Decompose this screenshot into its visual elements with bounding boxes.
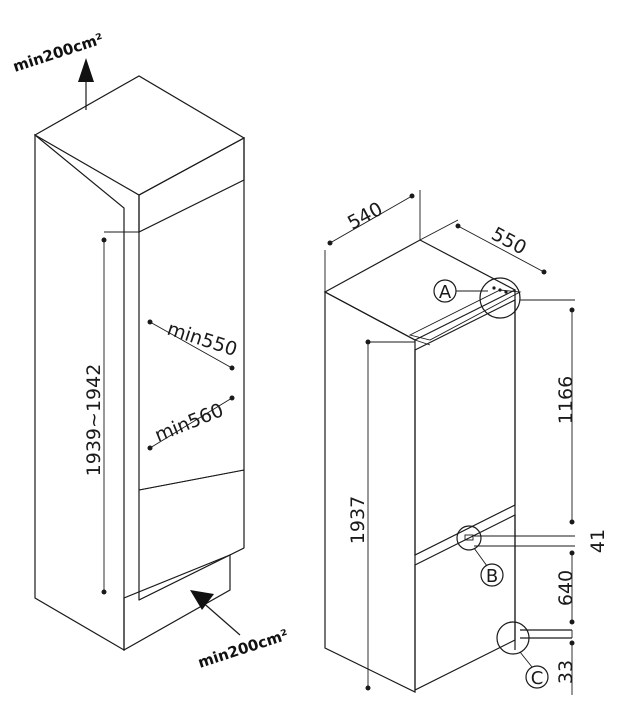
appliance-height-label: 1937	[347, 496, 369, 544]
niche-depth-label: min560	[152, 399, 227, 446]
callout-c: C	[496, 621, 549, 689]
appliance-width-label: 540	[344, 198, 386, 234]
niche-width-label: min550	[164, 318, 239, 361]
callout-b-label: B	[486, 566, 498, 587]
appliance-depth-dimension: 550	[419, 219, 547, 275]
callout-c-label: C	[531, 668, 544, 689]
callout-a-label: A	[439, 282, 452, 303]
appliance-width-dimension: 540	[324, 190, 421, 292]
niche-depth-dimension: min560	[147, 395, 235, 451]
vent-arrow-top: min200cm²	[11, 30, 106, 110]
appliance-body	[323, 239, 522, 693]
niche-height-label: 1939~1942	[83, 364, 105, 477]
dim-1166-label: 1166	[555, 376, 577, 424]
dim-640-label: 640	[555, 570, 577, 606]
niche-height-dimension: 1939~1942	[83, 231, 139, 595]
vent-top-label: min200cm²	[11, 30, 106, 76]
niche-cabinet	[33, 75, 246, 652]
dim-33-label: 33	[555, 660, 577, 684]
appliance-height-dimension: 1937	[347, 339, 415, 691]
callout-b: B	[456, 525, 504, 587]
vent-arrow-bottom: min200cm²	[190, 590, 291, 672]
vent-bottom-label: min200cm²	[196, 626, 291, 672]
niche-width-dimension: min550	[147, 318, 240, 371]
dim-41-label: 41	[587, 529, 609, 553]
callout-a: A	[433, 277, 521, 319]
right-dimension-chain: 1166 41 640 33	[474, 299, 609, 695]
appliance-depth-label: 550	[488, 223, 530, 259]
